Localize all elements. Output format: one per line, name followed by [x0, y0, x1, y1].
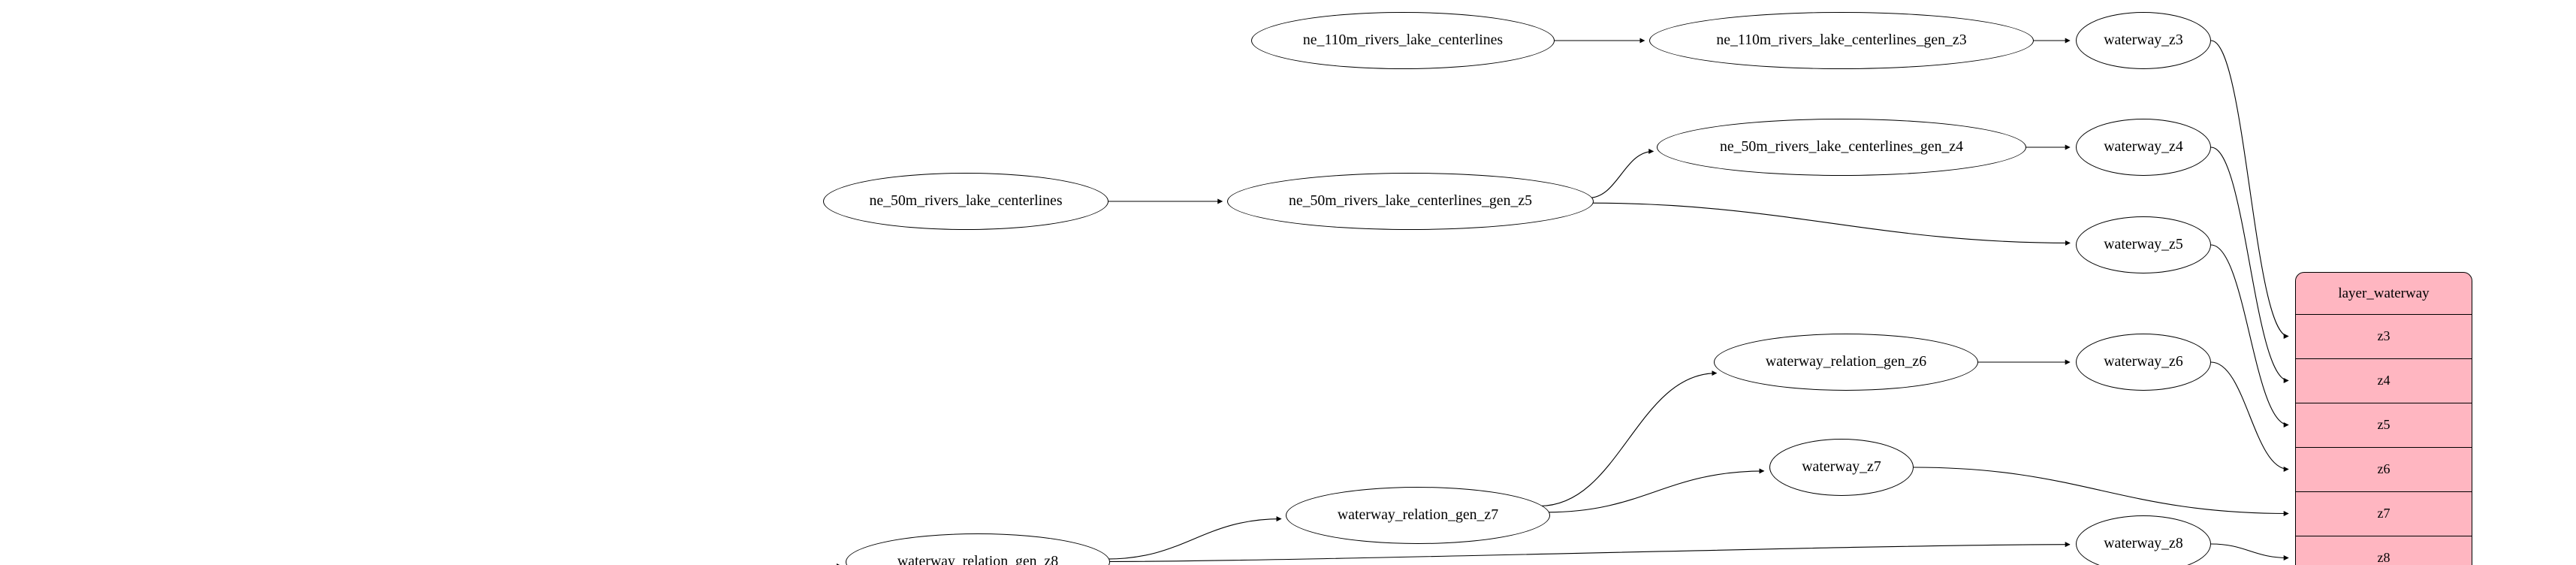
- graph-edge: [2210, 40, 2289, 339]
- layer-table-row-z7[interactable]: z7: [2296, 492, 2472, 536]
- graph-edge: [1540, 370, 1718, 507]
- graph-edge: [1588, 148, 1654, 198]
- graph-edge: [2210, 543, 2289, 560]
- graph-node-label: waterway_z5: [2104, 236, 2183, 253]
- layer-table-row-z6[interactable]: z6: [2296, 448, 2472, 492]
- layer-table-layer_waterway[interactable]: layer_waterwayz3z4z5z6z7z8z9z10z11z12z13…: [2295, 272, 2472, 565]
- graph-node-ne_50m_rivers_lake_centerlines_gen_z4[interactable]: ne_50m_rivers_lake_centerlines_gen_z4: [1657, 119, 2026, 176]
- graph-node-ne_110m_rivers_lake_centerlines[interactable]: ne_110m_rivers_lake_centerlines: [1251, 12, 1555, 69]
- graph-node-waterway_relation_gen_z7[interactable]: waterway_relation_gen_z7: [1286, 487, 1550, 544]
- graph-node-label: ne_110m_rivers_lake_centerlines: [1302, 32, 1504, 49]
- graph-node-waterway_z3[interactable]: waterway_z3: [2076, 12, 2211, 69]
- graph-node-waterway_z4[interactable]: waterway_z4: [2076, 119, 2211, 176]
- graph-node-waterway_z8[interactable]: waterway_z8: [2076, 515, 2211, 565]
- graph-node-label: waterway_relation_gen_z8: [897, 553, 1059, 565]
- layer-table-title: layer_waterway: [2296, 273, 2472, 315]
- graph-edge: [2210, 361, 2289, 472]
- graph-node-label: waterway_z4: [2104, 138, 2183, 156]
- graph-node-waterway_z5[interactable]: waterway_z5: [2076, 216, 2211, 273]
- graph-node-waterway_z6[interactable]: waterway_z6: [2076, 334, 2211, 391]
- graph-node-label: waterway_z8: [2104, 535, 2183, 552]
- graph-edge: [1589, 202, 2071, 246]
- layer-table-row-z8[interactable]: z8: [2296, 536, 2472, 565]
- graph-node-label: waterway_relation_gen_z7: [1337, 506, 1499, 524]
- graph-edge: [2210, 147, 2289, 383]
- graph-edge: [1107, 542, 2071, 562]
- graph-node-label: waterway_z3: [2104, 32, 2183, 49]
- graph-node-ne_50m_rivers_lake_centerlines_gen_z5[interactable]: ne_50m_rivers_lake_centerlines_gen_z5: [1227, 173, 1594, 230]
- graph-node-label: waterway_z6: [2104, 353, 2183, 370]
- graph-edge: [1106, 516, 1282, 560]
- graph-node-label: waterway_relation_gen_z6: [1765, 353, 1927, 370]
- layer-table-row-z3[interactable]: z3: [2296, 315, 2472, 359]
- layer-table-row-z5[interactable]: z5: [2296, 403, 2472, 448]
- graph-node-waterway_relation_gen_z6[interactable]: waterway_relation_gen_z6: [1714, 334, 1978, 391]
- graph-node-label: waterway_z7: [1802, 458, 1881, 476]
- graph-node-waterway_z7[interactable]: waterway_z7: [1769, 439, 1914, 496]
- graph-node-label: ne_50m_rivers_lake_centerlines_gen_z5: [1288, 192, 1533, 210]
- graph-node-ne_50m_rivers_lake_centerlines[interactable]: ne_50m_rivers_lake_centerlines: [823, 173, 1109, 230]
- graph-node-label: ne_50m_rivers_lake_centerlines: [869, 192, 1063, 210]
- graph-edge: [1913, 467, 2289, 516]
- graph-node-ne_110m_rivers_lake_centerlines_gen_z3[interactable]: ne_110m_rivers_lake_centerlines_gen_z3: [1649, 12, 2034, 69]
- graph-edge: [2210, 244, 2289, 428]
- graph-node-label: ne_50m_rivers_lake_centerlines_gen_z4: [1719, 138, 1964, 156]
- layer-table-row-z4[interactable]: z4: [2296, 359, 2472, 403]
- graph-edge: [1546, 468, 1765, 513]
- graph-node-label: ne_110m_rivers_lake_centerlines_gen_z3: [1716, 32, 1967, 49]
